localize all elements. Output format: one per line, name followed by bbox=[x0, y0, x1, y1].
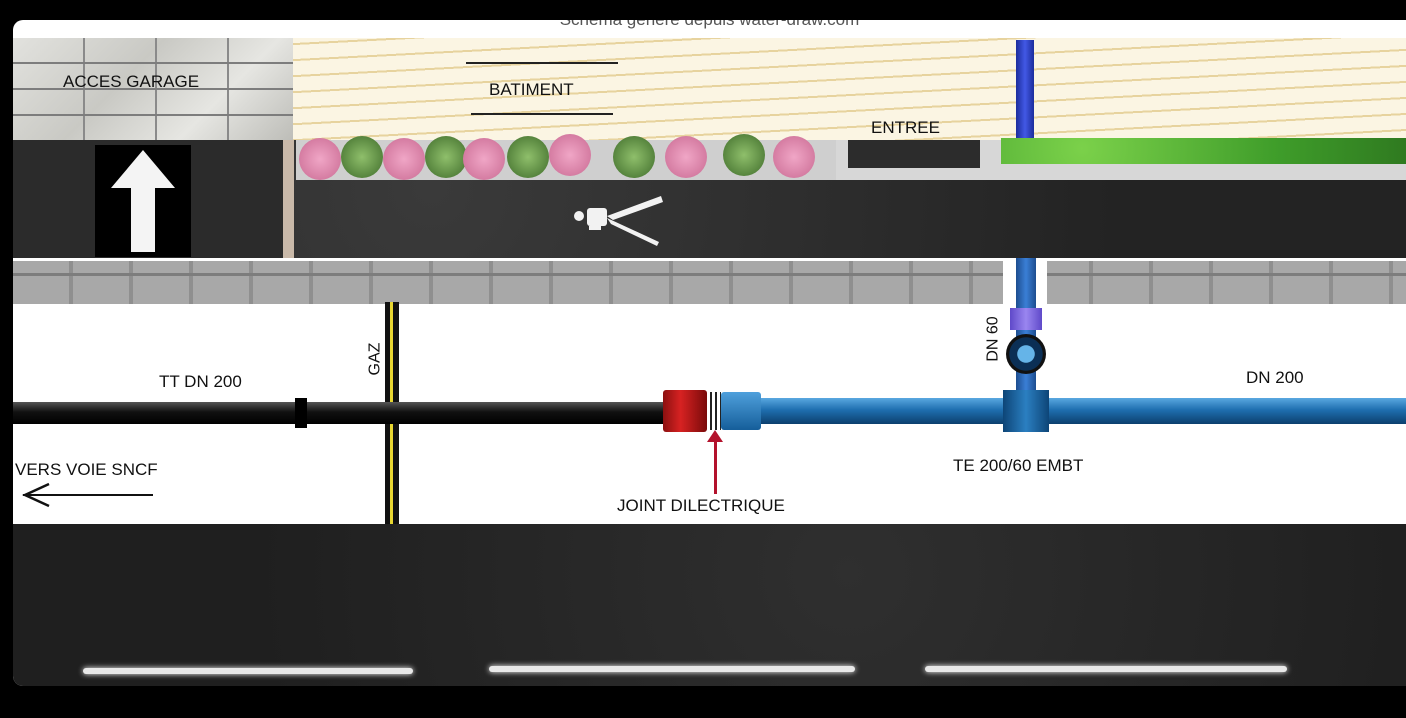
gate-post bbox=[283, 140, 294, 258]
flower-plant bbox=[383, 138, 425, 180]
street bbox=[13, 524, 1406, 686]
building-label: BATIMENT bbox=[489, 80, 574, 99]
flower-plant bbox=[773, 136, 815, 178]
blue-pipe-dn200 bbox=[758, 398, 1406, 424]
sidewalk-pavers bbox=[13, 261, 1406, 304]
dielectric-gasket bbox=[707, 392, 721, 430]
tt-dn200-label: TT DN 200 bbox=[159, 372, 242, 391]
building-line-bottom bbox=[471, 113, 613, 115]
flower-plant bbox=[549, 134, 591, 176]
shrub-plant bbox=[723, 134, 765, 176]
riser-pipe-building bbox=[1016, 40, 1034, 140]
lane-marking bbox=[83, 668, 413, 674]
dn60-label: DN 60 bbox=[984, 316, 1002, 362]
flower-plant bbox=[665, 136, 707, 178]
hedge bbox=[1001, 138, 1406, 164]
gas-label: GAZ bbox=[366, 342, 384, 376]
black-pipe-tt-dn200 bbox=[13, 402, 678, 424]
dielectric-joint-label: JOINT DILECTRIQUE bbox=[617, 496, 785, 515]
left-arrow-shaft bbox=[23, 494, 153, 496]
garage-wall bbox=[13, 38, 293, 140]
blue-coupling bbox=[721, 392, 761, 430]
building bbox=[293, 38, 1406, 140]
dn200-label: DN 200 bbox=[1246, 368, 1304, 387]
lane-marking bbox=[489, 666, 855, 672]
left-arrow-icon bbox=[21, 482, 50, 508]
red-arrow-shaft bbox=[714, 436, 717, 494]
shrub-plant bbox=[425, 136, 467, 178]
diagram-frame: Schéma généré depuis water-draw.com ACCE… bbox=[13, 20, 1406, 686]
pedestrian-icon bbox=[574, 196, 663, 246]
flower-plant bbox=[463, 138, 505, 180]
valve-icon bbox=[1006, 334, 1046, 374]
shrub-plant bbox=[507, 136, 549, 178]
black-pipe-socket bbox=[295, 398, 307, 428]
flower-plant bbox=[299, 138, 341, 180]
to-sncf-label: VERS VOIE SNCF bbox=[15, 460, 158, 479]
dielectric-flange bbox=[663, 390, 707, 432]
shrub-plant bbox=[613, 136, 655, 178]
lane-marking bbox=[925, 666, 1287, 672]
tee-label: TE 200/60 EMBT bbox=[953, 456, 1084, 475]
up-arrow-icon bbox=[111, 150, 175, 252]
entrance-label: ENTREE bbox=[871, 118, 940, 137]
garage-access-label: ACCES GARAGE bbox=[63, 72, 200, 91]
riser-reducer bbox=[1010, 308, 1042, 330]
entrance-pit bbox=[848, 140, 980, 168]
shrub-plant bbox=[341, 136, 383, 178]
building-line-top bbox=[466, 62, 618, 64]
tee-fitting bbox=[1003, 390, 1049, 432]
caption: Schéma généré depuis water-draw.com bbox=[13, 20, 1406, 30]
